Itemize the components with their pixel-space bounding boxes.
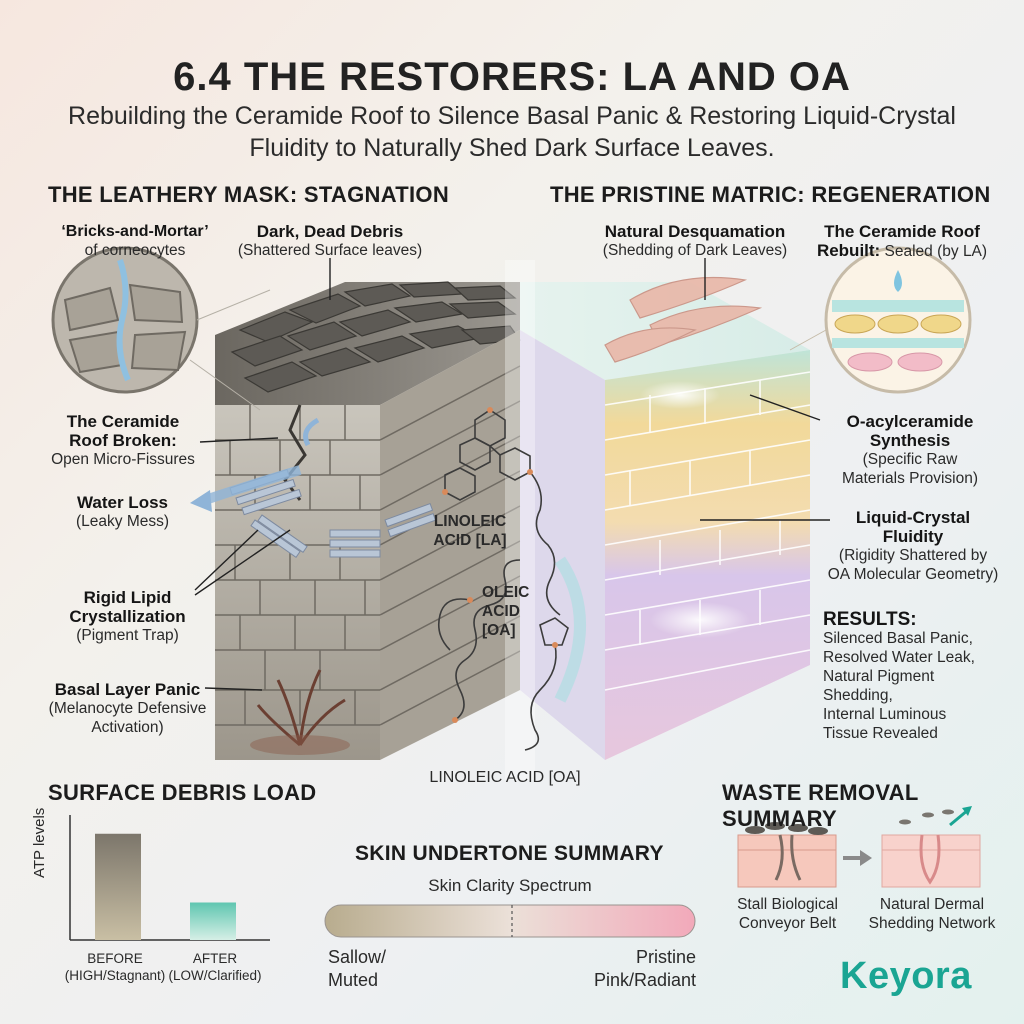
sallow-label: Sallow/Muted [328,947,387,990]
right-front-face [520,330,605,760]
water-loss-label: Water Loss(Leaky Mess) [75,493,170,530]
bar-after [190,902,236,940]
right-side-face [605,350,810,760]
undertone-heading: SKIN UNDERTONE SUMMARY [355,842,664,865]
waste-heading: WASTE REMOVAL SUMMARY [722,780,919,831]
waste-right-icon [881,806,981,888]
left-heading: THE LEATHERY MASK: STAGNATION [48,182,450,207]
debris-chart-heading: SURFACE DEBRIS LOAD [48,780,317,805]
desquamation-label: Natural Desquamation(Shedding of Dark Le… [602,222,788,259]
debris-plates [230,281,522,393]
brand-logo: Keyora [840,955,972,997]
waste-left-icon [737,822,837,888]
melanocyte-roots [256,669,346,747]
chart-ylabel: ATP levels [31,807,48,878]
debris-label: Dark, Dead Debris(Shattered Surface leav… [237,222,423,259]
spectrum-label: Skin Clarity Spectrum [428,876,592,895]
page-subtitle: Rebuilding the Ceramide Roof to Silence … [68,102,956,162]
after-label: AFTER(LOW/Clarified) [168,951,262,983]
results-block: RESULTS: Silenced Basal Panic, Resolved … [823,609,975,742]
debris-chart [69,815,270,941]
bricks-label: ‘Bricks-and-Mortar’ of corneocytes [61,223,209,259]
before-label: BEFORE(HIGH/Stagnant) [64,951,166,983]
leader-lines [194,258,830,691]
right-heading: THE PRISTINE MATRIC: REGENERATION [550,182,991,207]
linoleic-bottom-label: LINOLEIC ACID [OA] [429,769,581,786]
clarity-spectrum-bar [324,904,696,938]
page-title: 6.4 THE RESTORERS: LA AND OA [173,55,851,99]
bar-before [95,833,141,940]
shedding-leaves [604,276,763,363]
left-side-face [380,330,520,760]
